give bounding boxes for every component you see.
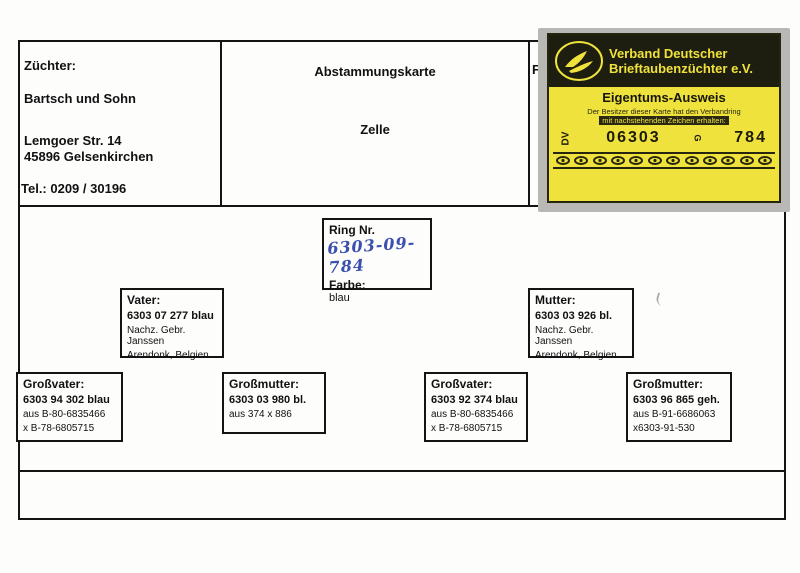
ornament-oval-icon: [721, 156, 736, 165]
mother-label: Mutter:: [535, 293, 576, 307]
grandfather-maternal-box: Großvater: 6303 92 374 blau aus B-80-683…: [424, 372, 528, 442]
grandparent-ring: 6303 03 980 bl.: [229, 394, 307, 406]
ring-number: 06303: [606, 129, 661, 146]
breeder-name: Bartsch und Sohn: [24, 91, 136, 106]
ornament-band: [553, 152, 775, 169]
ornament-oval-icon: [574, 156, 589, 165]
father-origin: Nachz. Gebr. Janssen: [127, 325, 186, 347]
grandparent-label: Großmutter:: [229, 377, 299, 391]
sticker-subtext-line2: mit nachstehenden Zeichen erhalten:: [599, 116, 729, 125]
grandparent-origin2: x B-78-6805715: [431, 423, 503, 434]
header-bottom-rule: [18, 205, 786, 207]
ring-number-box: Ring Nr. 6303-09-784 Farbe: blau: [322, 218, 432, 304]
sticker-ring-row: DV 06303 G 784: [549, 125, 779, 147]
org-name-line1: Verband Deutscher: [609, 46, 728, 61]
card-subtitle: Zelle: [360, 122, 390, 137]
org-name: Verband Deutscher Brieftaubenzüchter e.V…: [609, 46, 753, 76]
sticker-heading: Eigentums-Ausweis: [602, 90, 726, 105]
ownership-sticker: Verband Deutscher Brieftaubenzüchter e.V…: [547, 33, 781, 203]
mother-place: Arendonk, Belgien: [535, 350, 617, 361]
ornament-oval-icon: [629, 156, 644, 165]
sticker-header-band: Verband Deutscher Brieftaubenzüchter e.V…: [549, 35, 779, 87]
grandparent-label: Großvater:: [23, 377, 85, 391]
breeder-label: Züchter:: [24, 58, 76, 73]
grandparent-origin2: x6303-91-530: [633, 423, 695, 434]
father-ring: 6303 07 277 blau: [127, 310, 214, 322]
ornament-oval-icon: [647, 156, 662, 165]
father-label: Vater:: [127, 293, 161, 307]
color-label: Farbe:: [329, 278, 366, 292]
breeder-phone: Tel.: 0209 / 30196: [21, 181, 127, 196]
grandparent-label: Großvater:: [431, 377, 493, 391]
sticker-subtext-line1: Der Besitzer dieser Karte hat den Verban…: [587, 107, 741, 116]
mother-origin: Nachz. Gebr. Janssen: [535, 325, 594, 347]
org-name-line2: Brieftaubenzüchter e.V.: [609, 61, 754, 76]
breeder-street: Lemgoer Str. 14: [24, 133, 122, 148]
color-value: blau: [329, 292, 350, 304]
sticker-subtext: Der Besitzer dieser Karte hat den Verban…: [549, 107, 779, 125]
header-divider-left: [220, 40, 222, 207]
covered-cell-letter: F: [532, 62, 540, 77]
card-outer-border: [18, 40, 786, 520]
ornament-oval-icon: [592, 156, 607, 165]
ornament-oval-icon: [556, 156, 570, 165]
mother-box: Mutter: 6303 03 926 bl. Nachz. Gebr. Jan…: [528, 288, 634, 361]
ornament-oval-icon: [702, 156, 717, 165]
grandparent-label: Großmutter:: [633, 377, 703, 391]
grandparent-origin1: aus B-80-6835466: [23, 409, 106, 420]
ornament-oval-icon: [684, 156, 699, 165]
ring-letter: G: [692, 134, 703, 142]
ornament-oval-icon: [739, 156, 754, 165]
ornament-oval-icon: [666, 156, 681, 165]
grandparent-origin1: aus B-91-6686063: [633, 409, 716, 420]
mother-ring: 6303 03 926 bl.: [535, 310, 613, 322]
handwritten-ring-number: 6303-09-784: [326, 232, 416, 277]
ornament-oval-icon: [611, 156, 626, 165]
ring-suffix: 784: [734, 129, 767, 146]
breeder-city: 45896 Gelsenkirchen: [24, 149, 154, 164]
grandparent-origin2: x B-78-6805715: [23, 423, 95, 434]
pigeon-in-hands-logo-icon: [555, 41, 603, 81]
grandparent-origin1: aus 374 x 886: [229, 409, 292, 420]
ring-prefix: DV: [560, 131, 572, 145]
grandparent-ring: 6303 92 374 blau: [431, 394, 518, 406]
grandparent-ring: 6303 94 302 blau: [23, 394, 110, 406]
father-place: Arendonk, Belgien: [127, 350, 209, 361]
card-title: Abstammungskarte: [314, 64, 436, 79]
grandmother-maternal-box: Großmutter: 6303 96 865 geh. aus B-91-66…: [626, 372, 732, 442]
grandfather-paternal-box: Großvater: 6303 94 302 blau aus B-80-683…: [16, 372, 123, 442]
grandparent-origin1: aus B-80-6835466: [431, 409, 514, 420]
father-box: Vater: 6303 07 277 blau Nachz. Gebr. Jan…: [120, 288, 224, 361]
ornament-oval-icon: [757, 156, 772, 165]
grandparent-ring: 6303 96 865 geh.: [633, 394, 720, 406]
footer-rule: [18, 470, 786, 472]
grandmother-paternal-box: Großmutter: 6303 03 980 bl. aus 374 x 88…: [222, 372, 326, 434]
ring-box-label: Ring Nr.: [329, 223, 376, 237]
header-divider-right: [528, 40, 530, 207]
